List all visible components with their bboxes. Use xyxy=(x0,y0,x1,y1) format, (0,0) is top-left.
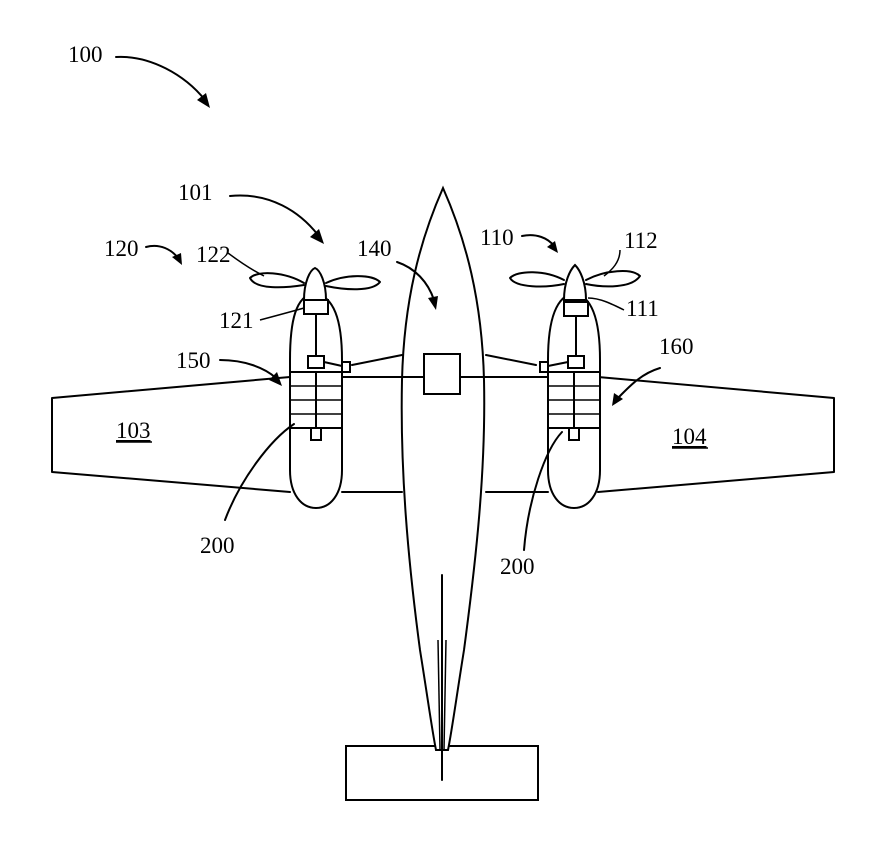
left-wing xyxy=(52,377,290,492)
right-controller-box xyxy=(568,356,584,368)
label-200-right: 200 xyxy=(500,554,535,579)
leader-110 xyxy=(522,235,558,253)
right-battery-pack xyxy=(548,372,600,428)
right-motor-box xyxy=(564,302,588,316)
label-101: 101 xyxy=(178,180,213,205)
label-110: 110 xyxy=(480,225,514,250)
left-bus-box xyxy=(342,362,350,372)
label-160: 160 xyxy=(659,334,694,359)
right-propeller-blade-l xyxy=(510,272,564,286)
label-104: 104 xyxy=(672,424,707,449)
label-200-left: 200 xyxy=(200,533,235,558)
label-100: 100 xyxy=(68,42,103,67)
left-battery-pack xyxy=(290,372,342,428)
leader-200-left xyxy=(225,424,294,520)
label-122: 122 xyxy=(196,242,231,267)
leader-160 xyxy=(612,368,660,406)
left-battery-terminal xyxy=(311,428,321,440)
central-unit-box xyxy=(424,354,460,394)
label-140: 140 xyxy=(357,236,392,261)
leader-111 xyxy=(588,298,624,310)
right-battery-terminal xyxy=(569,428,579,440)
leader-120 xyxy=(146,246,182,265)
label-103: 103 xyxy=(116,418,151,443)
leader-101 xyxy=(230,195,324,244)
label-121: 121 xyxy=(219,308,254,333)
label-111: 111 xyxy=(626,296,659,321)
right-spinner xyxy=(564,265,586,300)
left-spinner xyxy=(304,268,326,300)
leader-122 xyxy=(228,253,264,276)
left-motor-box xyxy=(304,300,328,314)
right-bus-box xyxy=(540,362,548,372)
left-propeller-blade-l xyxy=(250,273,304,287)
right-propeller-blade-r xyxy=(586,271,640,286)
label-120: 120 xyxy=(104,236,139,261)
label-150: 150 xyxy=(176,348,211,373)
left-controller-box xyxy=(308,356,324,368)
left-propeller-blade-r xyxy=(326,276,380,289)
leader-100 xyxy=(116,57,210,108)
right-wing xyxy=(598,377,834,492)
label-112: 112 xyxy=(624,228,658,253)
